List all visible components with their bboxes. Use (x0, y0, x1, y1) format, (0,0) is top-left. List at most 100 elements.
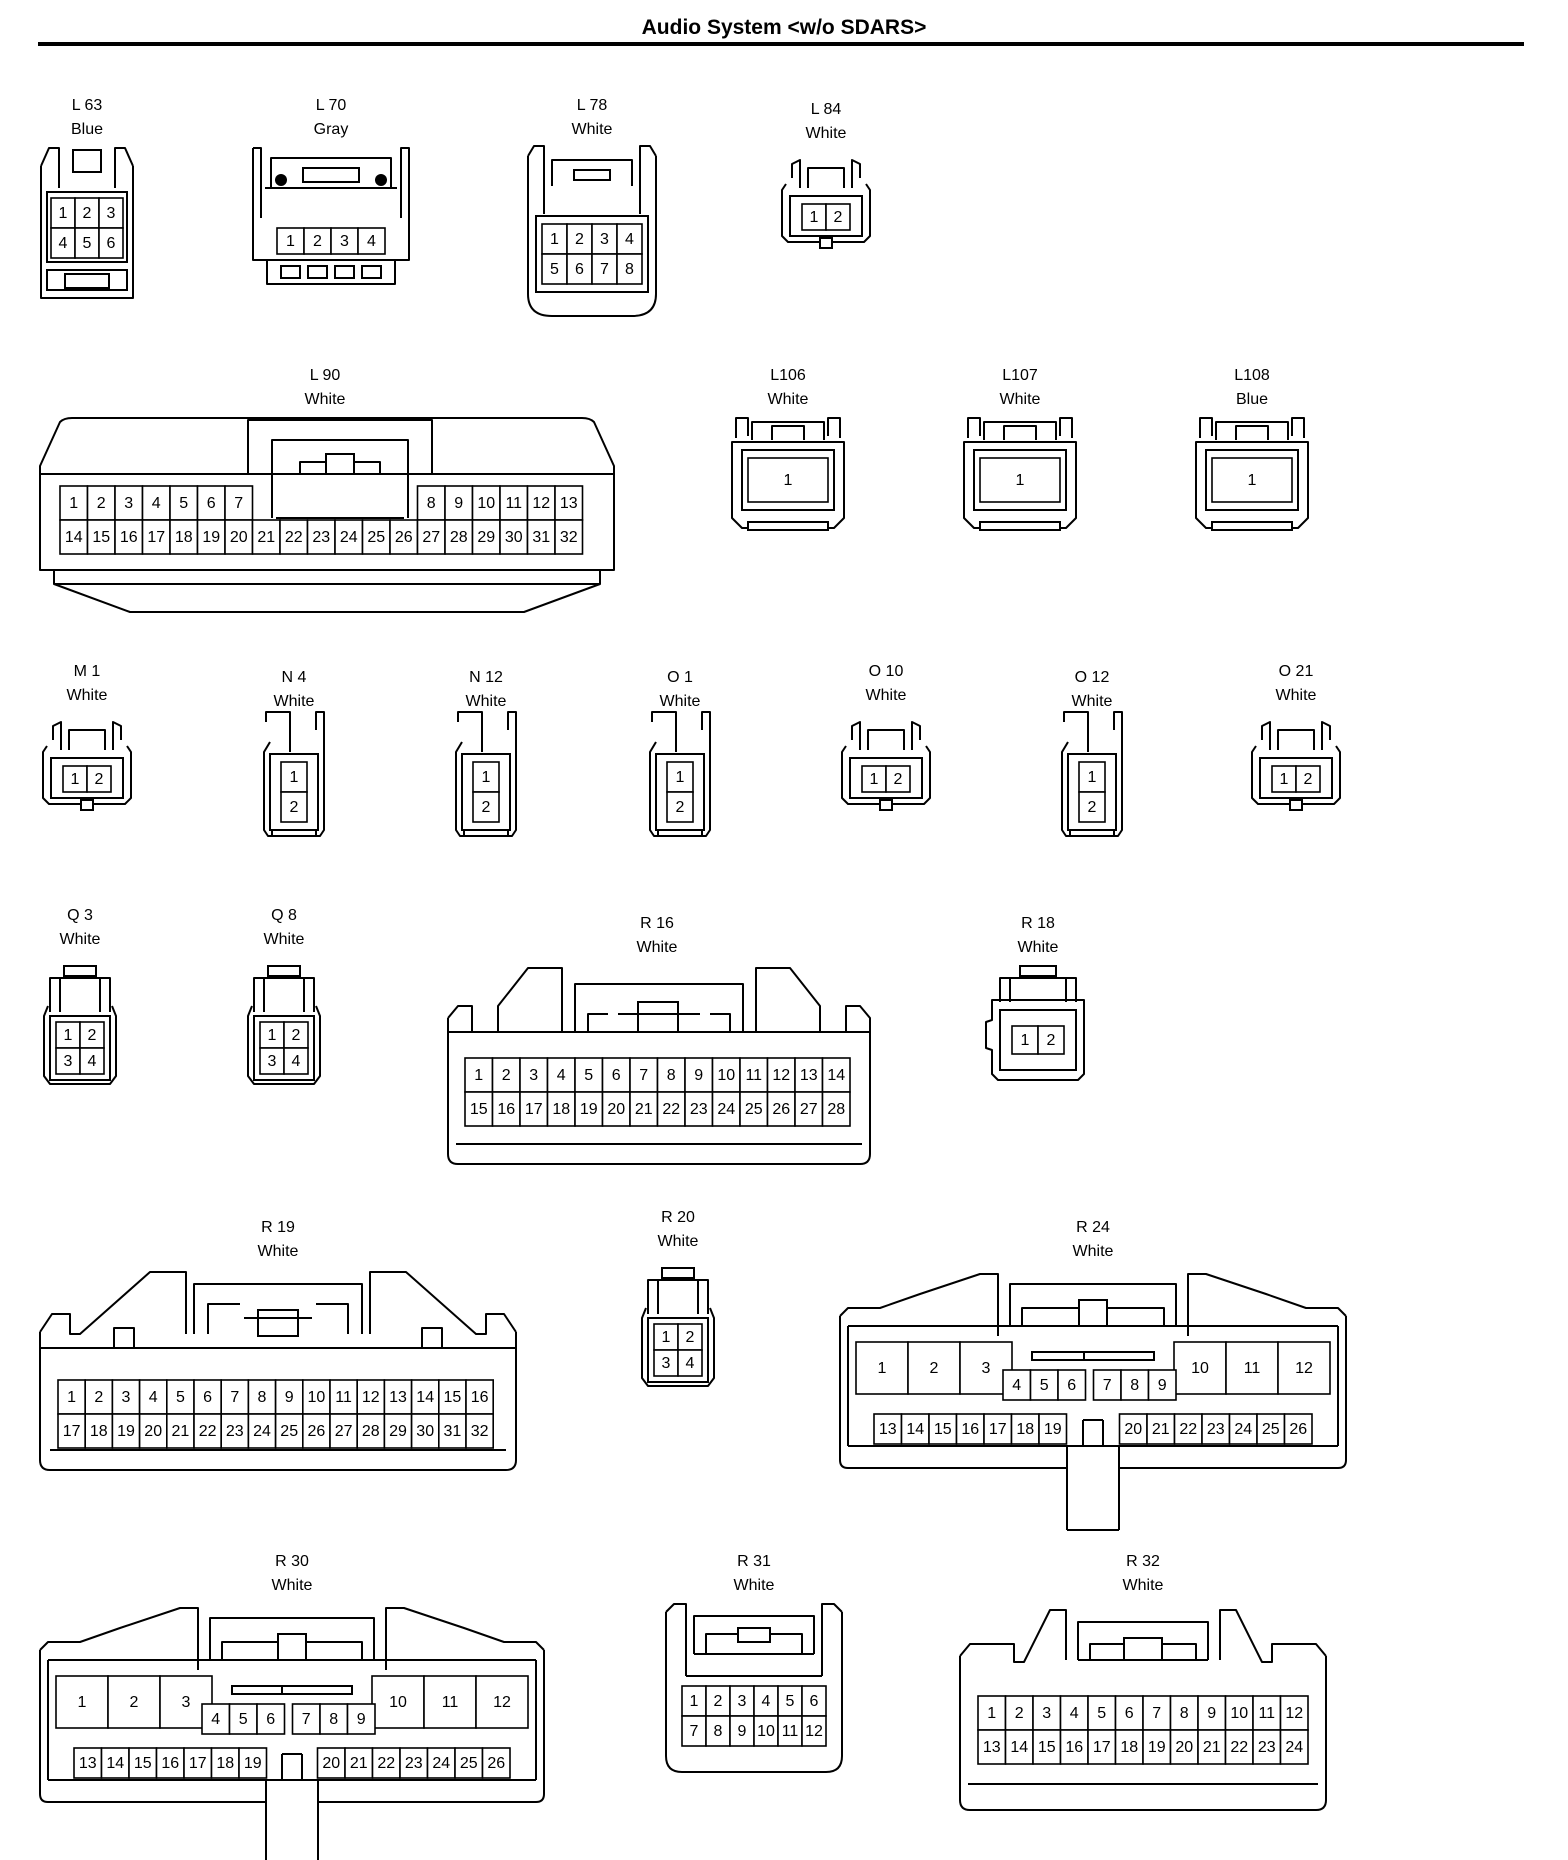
pin-r31-12: 12 (805, 1723, 823, 1740)
connector-color: Blue (71, 121, 103, 138)
connector-id: L108 (1234, 367, 1270, 384)
pin-r19-12: 12 (362, 1389, 380, 1406)
pin-r16-28: 28 (827, 1101, 845, 1118)
connector-id: L 78 (577, 97, 608, 114)
pin-l90-1: 1 (69, 495, 78, 512)
connector-color: White (264, 931, 305, 948)
pin-r24-3: 3 (982, 1360, 991, 1377)
pin-l90-3: 3 (124, 495, 133, 512)
connector-id: R 32 (1126, 1553, 1160, 1570)
pin-r16-13: 13 (800, 1067, 818, 1084)
pin-r16-8: 8 (667, 1067, 676, 1084)
pin-r32-24: 24 (1285, 1739, 1303, 1756)
pin-r19-2: 2 (94, 1389, 103, 1406)
pin-l63-6: 6 (107, 235, 116, 252)
connector-color: Blue (1236, 391, 1268, 408)
connector-color: White (768, 391, 809, 408)
pin-r16-5: 5 (584, 1067, 593, 1084)
pin-n12-2: 2 (482, 799, 491, 816)
pin-r32-22: 22 (1230, 1739, 1248, 1756)
pin-r31-8: 8 (714, 1723, 723, 1740)
connector-color: White (258, 1243, 299, 1260)
pin-r31-11: 11 (782, 1723, 799, 1740)
pin-r24-14: 14 (906, 1421, 924, 1438)
pin-r19-11: 11 (335, 1389, 352, 1406)
pin-l78-1: 1 (550, 231, 559, 248)
pin-r32-21: 21 (1203, 1739, 1221, 1756)
pin-l90-15: 15 (92, 529, 110, 546)
pin-r24-13: 13 (879, 1421, 897, 1438)
pin-l63-2: 2 (83, 205, 92, 222)
pin-l107-1: 1 (1016, 472, 1025, 489)
pin-r30-16: 16 (161, 1755, 179, 1772)
pin-r31-6: 6 (810, 1693, 819, 1710)
connector-id: L 90 (310, 367, 341, 384)
pin-r16-24: 24 (717, 1101, 735, 1118)
pin-r24-8: 8 (1130, 1377, 1139, 1394)
pin-r16-25: 25 (745, 1101, 763, 1118)
pin-r30-17: 17 (189, 1755, 207, 1772)
pin-r24-19: 19 (1044, 1421, 1062, 1438)
pin-l106-1: 1 (784, 472, 793, 489)
pin-r19-21: 21 (172, 1423, 190, 1440)
title-rule (38, 42, 1524, 46)
connector-id: N 4 (282, 669, 307, 686)
pin-l70-4: 4 (367, 233, 376, 250)
pin-r32-4: 4 (1070, 1705, 1079, 1722)
connector-id: O 10 (869, 663, 904, 680)
pin-l78-3: 3 (600, 231, 609, 248)
pin-l63-3: 3 (107, 205, 116, 222)
pin-l90-28: 28 (450, 529, 468, 546)
pin-r30-3: 3 (182, 1694, 191, 1711)
pin-l90-4: 4 (152, 495, 161, 512)
pin-r30-20: 20 (322, 1755, 340, 1772)
pin-r16-26: 26 (772, 1101, 790, 1118)
pin-n4-1: 1 (290, 769, 299, 786)
connector-color: White (572, 121, 613, 138)
pin-r31-4: 4 (762, 1693, 771, 1710)
page-title: Audio System <w/o SDARS> (641, 16, 927, 39)
connector-color: White (466, 693, 507, 710)
pin-r16-10: 10 (717, 1067, 735, 1084)
pin-l90-27: 27 (422, 529, 440, 546)
pin-q8-1: 1 (268, 1027, 277, 1044)
pin-l90-12: 12 (532, 495, 550, 512)
pin-r24-5: 5 (1040, 1377, 1049, 1394)
pin-r16-15: 15 (470, 1101, 488, 1118)
pin-r16-20: 20 (607, 1101, 625, 1118)
connector-color: Gray (314, 121, 349, 138)
connector-id: R 30 (275, 1553, 309, 1570)
connector-color: White (734, 1577, 775, 1594)
pin-n4-2: 2 (290, 799, 299, 816)
pin-r19-4: 4 (149, 1389, 158, 1406)
connector-color: White (1072, 693, 1113, 710)
pin-l78-7: 7 (600, 261, 609, 278)
pin-r16-14: 14 (827, 1067, 845, 1084)
pin-l90-25: 25 (367, 529, 385, 546)
pin-r16-17: 17 (525, 1101, 543, 1118)
connector-color: White (1073, 1243, 1114, 1260)
pin-q3-1: 1 (64, 1027, 73, 1044)
pin-r16-16: 16 (497, 1101, 515, 1118)
pin-l63-5: 5 (83, 235, 92, 252)
pin-q8-3: 3 (268, 1053, 277, 1070)
pin-l90-24: 24 (340, 529, 358, 546)
pin-r32-3: 3 (1042, 1705, 1051, 1722)
pin-l78-6: 6 (575, 261, 584, 278)
pin-r24-6: 6 (1067, 1377, 1076, 1394)
pin-l90-5: 5 (179, 495, 188, 512)
pin-r19-23: 23 (226, 1423, 244, 1440)
pin-r18-2: 2 (1047, 1032, 1056, 1049)
pin-r32-13: 13 (983, 1739, 1001, 1756)
pin-q8-2: 2 (292, 1027, 301, 1044)
pin-r30-19: 19 (244, 1755, 262, 1772)
